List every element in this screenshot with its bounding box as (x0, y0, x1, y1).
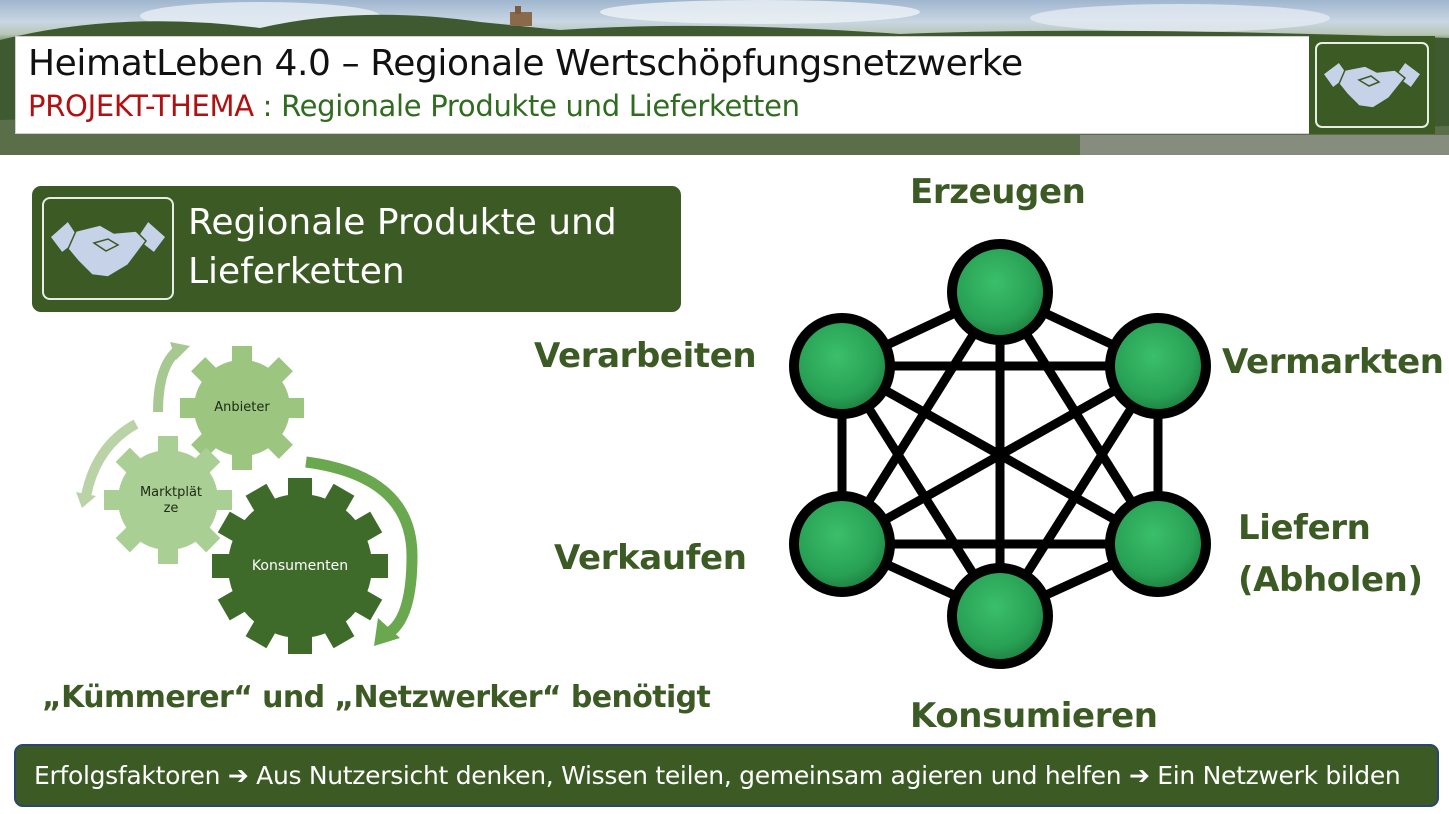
step-verkaufen: Verkaufen (554, 538, 747, 578)
gear-konsumenten (212, 478, 388, 654)
step-liefern: Liefern (Abholen) (1238, 502, 1423, 606)
step-verarbeiten: Verarbeiten (534, 336, 757, 376)
footer-note: „Kümmerer“ und „Netzwerker“ benötigt (42, 680, 711, 715)
topic-title-line1: Regionale Produkte und (188, 202, 617, 243)
subtitle-rest: : Regionale Produkte und Lieferketten (254, 89, 800, 123)
success-factors-label: Erfolgsfaktoren (34, 761, 221, 790)
gear-marktplaetze-label: Marktplät ze (126, 485, 216, 517)
node-vermarkten (1105, 313, 1211, 419)
title-box: HeimatLeben 4.0 – Regionale Wertschöpfun… (15, 36, 1311, 134)
step-liefern-line1: Liefern (1238, 508, 1371, 548)
handshake-icon (1321, 60, 1423, 109)
gear-konsumenten-label: Konsumenten (251, 558, 349, 574)
network-edge (837, 361, 1163, 549)
node-liefern (1105, 491, 1211, 597)
logo-box (1309, 36, 1435, 134)
step-vermarkten: Vermarkten (1222, 342, 1444, 382)
step-liefern-line2: (Abholen) (1238, 560, 1423, 600)
step-konsumieren: Konsumieren (910, 696, 1158, 736)
success-factors-bar: Erfolgsfaktoren ➔ Aus Nutzersicht denken… (14, 744, 1439, 807)
arrow-right-icon: ➔ (1128, 761, 1150, 790)
cycle-arrow-right-head (374, 618, 400, 646)
gear-anbieter-label: Anbieter (214, 400, 270, 415)
subtitle-topic: Regionale Produkte und Lieferketten (281, 89, 800, 123)
node-erzeugen (947, 239, 1053, 345)
cycle-arrow-left-head (76, 492, 96, 508)
gear-marktplaetze-label-line1: Marktplät (139, 485, 203, 500)
subtitle-lead: PROJEKT-THEMA (28, 89, 254, 123)
cycle-arrow-left (81, 419, 139, 498)
network-nodes (789, 239, 1211, 669)
cycle-arrow-top-head (170, 342, 190, 360)
topic-title-line2: Lieferketten (188, 251, 405, 292)
gear-marktplaetze-label-line2: ze (163, 501, 179, 516)
network-diagram (789, 239, 1211, 669)
topic-box: Regionale Produkte und Lieferketten (32, 186, 681, 312)
page-title: HeimatLeben 4.0 – Regionale Wertschöpfun… (28, 43, 1023, 84)
step-erzeugen: Erzeugen (910, 172, 1086, 212)
cycle-arrow-top (153, 346, 182, 413)
node-verkaufen (789, 491, 895, 597)
node-konsumieren (947, 563, 1053, 669)
project-subtitle: PROJEKT-THEMA : Regionale Produkte und L… (28, 89, 800, 123)
gear-anbieter (180, 346, 304, 470)
success-factors-actions: Aus Nutzersicht denken, Wissen teilen, g… (256, 761, 1122, 790)
topic-title: Regionale Produkte und Lieferketten (188, 198, 617, 296)
cycle-arrow-right (305, 456, 418, 637)
gears-diagram (76, 342, 418, 654)
topic-icon-frame (42, 197, 174, 300)
success-factors-text: Erfolgsfaktoren ➔ Aus Nutzersicht denken… (34, 746, 1401, 805)
subtitle-separator: : (253, 89, 282, 123)
handshake-icon (48, 219, 168, 278)
node-verarbeiten (789, 313, 895, 419)
gear-marktplaetze (104, 436, 232, 564)
success-factors-goal: Ein Netzwerk bilden (1157, 761, 1401, 790)
logo-frame (1315, 42, 1429, 128)
arrow-right-icon: ➔ (227, 761, 249, 790)
header-banner: HeimatLeben 4.0 – Regionale Wertschöpfun… (0, 0, 1449, 155)
